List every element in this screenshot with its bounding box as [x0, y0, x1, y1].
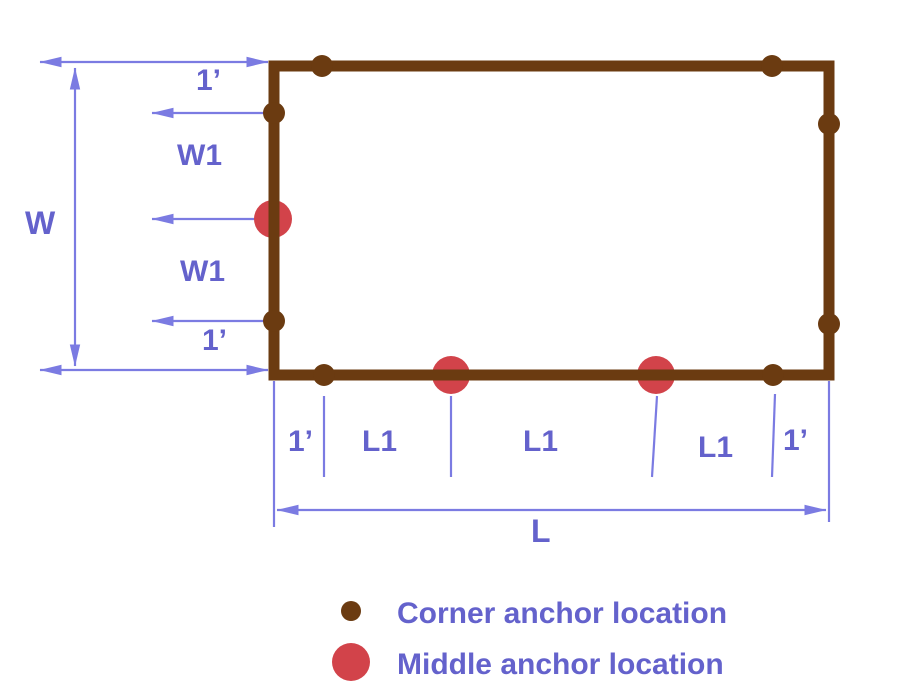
- corner-anchor-dot: [311, 55, 333, 77]
- middle-anchor-dots: [254, 200, 675, 394]
- label-length-left-offset: 1’: [288, 425, 314, 458]
- label-width-total: W: [25, 205, 56, 241]
- label-width-segment-upper: W1: [177, 139, 222, 172]
- dimension-lines: [39, 56, 831, 527]
- label-length-segment-3: L1: [698, 431, 734, 464]
- extension-line-anchor-3: [650, 395, 659, 478]
- label-width-top-offset: 1’: [196, 64, 222, 97]
- structure-outline: [268, 60, 835, 381]
- middle-anchor-legend-dot: [332, 643, 370, 681]
- corner-anchor-dot: [263, 102, 285, 124]
- legend-symbols: [332, 601, 370, 681]
- extension-line-anchor-4: [770, 393, 777, 478]
- label-length-right-offset: 1’: [783, 424, 809, 457]
- legend-label-corner-anchor: Corner anchor location: [397, 597, 728, 630]
- corner-anchor-dots: [263, 55, 840, 386]
- label-length-total: L: [531, 513, 551, 549]
- corner-anchor-dot: [313, 364, 335, 386]
- label-width-bottom-offset: 1’: [202, 324, 228, 357]
- label-width-segment-lower: W1: [180, 255, 225, 288]
- corner-anchor-dot: [762, 364, 784, 386]
- label-length-segment-2: L1: [523, 425, 559, 458]
- corner-anchor-dot: [818, 313, 840, 335]
- corner-anchor-dot: [263, 310, 285, 332]
- label-length-segment-1: L1: [362, 425, 398, 458]
- corner-anchor-dot: [818, 113, 840, 135]
- corner-anchor-dot: [761, 55, 783, 77]
- legend-label-middle-anchor: Middle anchor location: [397, 648, 724, 681]
- corner-anchor-legend-dot: [341, 601, 361, 621]
